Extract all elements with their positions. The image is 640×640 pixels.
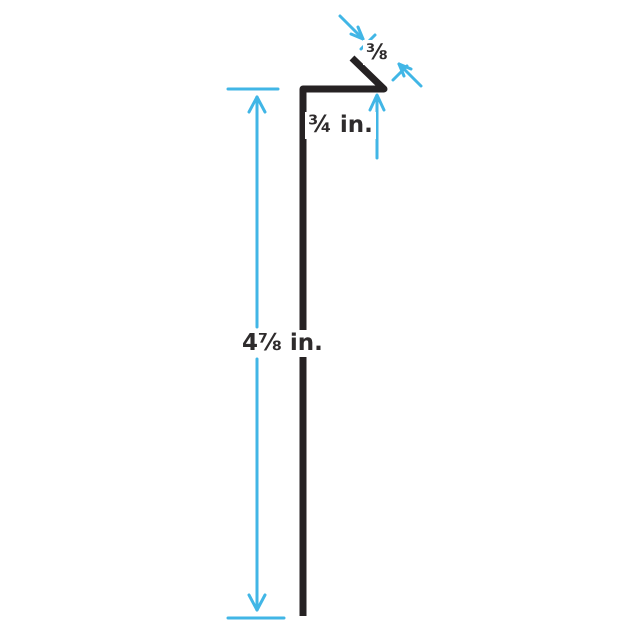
hem-dimension	[338, 14, 423, 88]
hem-dimension-label: ⅜	[363, 40, 391, 65]
leg-dimension-label: 4⅞ in.	[239, 330, 326, 357]
flange-dimension-label: ¾ in.	[305, 112, 376, 139]
hem-dim-arrow-nw-shaft	[338, 14, 365, 41]
flange-dim-arrow-up-icon	[368, 93, 386, 112]
hem-dim-arrow-se-head-icon	[349, 25, 365, 41]
leg-dim-arrow-up-icon	[247, 95, 267, 114]
leg-dimension	[226, 87, 286, 620]
hem-dim-arrow-nw-head-icon	[397, 62, 413, 78]
leg-dim-arrow-down-icon	[247, 593, 267, 612]
flange-dimension	[368, 93, 386, 160]
hem-dim-arrow-se-shaft	[397, 62, 423, 88]
